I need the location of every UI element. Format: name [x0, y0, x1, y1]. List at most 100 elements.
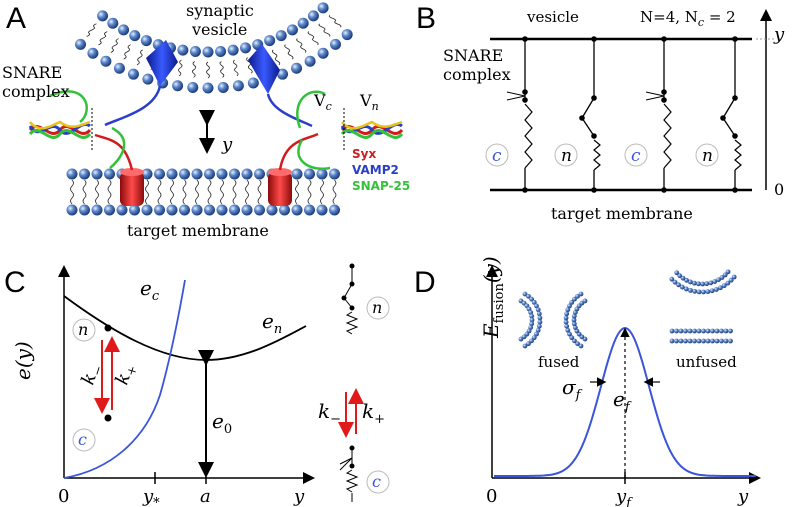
lipid-head — [79, 168, 90, 180]
lipid-head — [202, 82, 214, 94]
d-sigma-label: σf — [562, 375, 583, 403]
lipid-head — [204, 168, 215, 180]
lipid-head — [291, 62, 303, 74]
a-target-label: target membrane — [127, 221, 269, 240]
snare-label-line1: SNARE — [2, 63, 62, 82]
panel-c: C n c e(y) ec en k− k+ e0 0 y* a y — [4, 263, 390, 507]
c-n-label: n — [78, 320, 88, 339]
lipid-head — [166, 168, 178, 180]
c-x-a: a — [200, 486, 211, 507]
lipid-head — [329, 204, 340, 216]
vn-label: Vn — [359, 91, 379, 113]
lipid-head — [189, 46, 201, 58]
panel-a: A — [2, 1, 410, 240]
panel-a-letter: A — [6, 2, 26, 35]
lipid-head — [229, 168, 240, 180]
syntaxin-left-top — [120, 168, 144, 176]
lipid-head — [202, 46, 214, 58]
lipid-head — [104, 204, 115, 216]
lipid-head — [217, 81, 229, 93]
lipid-head — [241, 168, 253, 180]
c-x-y: y — [293, 486, 305, 507]
lipid-head — [341, 29, 353, 41]
lipid-head — [79, 204, 90, 216]
lipid-head — [232, 80, 244, 92]
b-state-badge — [554, 143, 578, 167]
c-kplus-label: k+ — [112, 361, 140, 388]
b-params: N=4, Nc = 2 — [640, 8, 736, 29]
lipid-head — [291, 204, 303, 216]
lipid-head — [141, 204, 153, 216]
snare-bundle-right — [340, 120, 404, 139]
lipid-head — [87, 47, 99, 59]
b-snare-line2: complex — [443, 65, 511, 84]
lipid-head — [127, 68, 139, 80]
lipid-head — [266, 204, 278, 216]
vc-label: Vc — [313, 91, 332, 113]
c-x-ystar: y* — [142, 486, 160, 507]
lipid-head — [141, 168, 153, 180]
lipid-head — [187, 81, 199, 93]
b-state-badge — [695, 143, 719, 167]
lipid-head — [91, 168, 103, 180]
c-side-schematic — [338, 263, 364, 502]
ec-curve — [63, 279, 186, 479]
legend-vamp2: VAMP2 — [352, 163, 399, 177]
c-c-state-dot — [104, 414, 112, 422]
c-n-state-dot — [104, 324, 112, 332]
lipid-head — [229, 204, 240, 216]
snare-bundle-left — [28, 120, 92, 139]
c-side-n-badge — [366, 296, 390, 320]
b-target-label: target membrane — [551, 204, 693, 223]
lipid-head — [166, 204, 178, 216]
lipid-head — [279, 204, 290, 216]
c-ylabel: e(y) — [11, 341, 35, 380]
lipid-head — [277, 68, 289, 80]
lipid-head — [140, 35, 152, 47]
lipid-head — [329, 38, 341, 50]
lipid-head — [154, 168, 165, 180]
vamp2-right-linker — [266, 93, 313, 128]
lipid-head — [177, 44, 189, 56]
c-side-c-badge — [366, 470, 390, 494]
lipid-head — [316, 168, 328, 180]
lipid-head — [304, 55, 316, 67]
snare-label-line2: complex — [2, 82, 70, 101]
b-state-label: c — [492, 146, 502, 166]
panel-d: D Efusion(y) fused unfused σf ef 0 yf y — [414, 256, 761, 507]
a-y-label: y — [221, 134, 233, 155]
lipid-head — [216, 204, 228, 216]
syx-left-linker — [94, 133, 134, 171]
c-e0-label: e0 — [212, 409, 232, 437]
d-fused-label: fused — [538, 353, 580, 371]
lipid-head — [191, 168, 203, 180]
b-y-label: y — [773, 24, 785, 45]
lipid-head — [97, 10, 109, 22]
lipid-head — [286, 24, 298, 36]
b-state-badge — [485, 143, 509, 167]
lipid-head — [240, 42, 252, 54]
lipid-head — [113, 62, 125, 74]
lipid-head — [118, 24, 130, 36]
lipid-head — [241, 204, 253, 216]
lipid-head — [129, 30, 141, 42]
d-membrane-icons — [518, 269, 737, 349]
c-ec-label: ec — [140, 276, 160, 304]
d-x-y: y — [737, 486, 749, 507]
b-vesicle-label: vesicle — [526, 8, 579, 26]
c-c-badge — [72, 428, 96, 452]
d-ylabel: Efusion(y) — [479, 256, 507, 339]
c-c-label: c — [78, 430, 87, 449]
vamp2-right-helix — [248, 44, 280, 94]
d-x-zero: 0 — [486, 486, 497, 507]
snap25-left-loop — [49, 90, 88, 123]
c-side-kplus-label: k+ — [362, 399, 385, 427]
vamp2-left-linker — [104, 85, 162, 127]
syntaxin-right-top — [268, 168, 292, 176]
c-en-label: en — [262, 309, 282, 337]
c-side-n-label: n — [372, 298, 382, 317]
lipid-head — [291, 168, 303, 180]
